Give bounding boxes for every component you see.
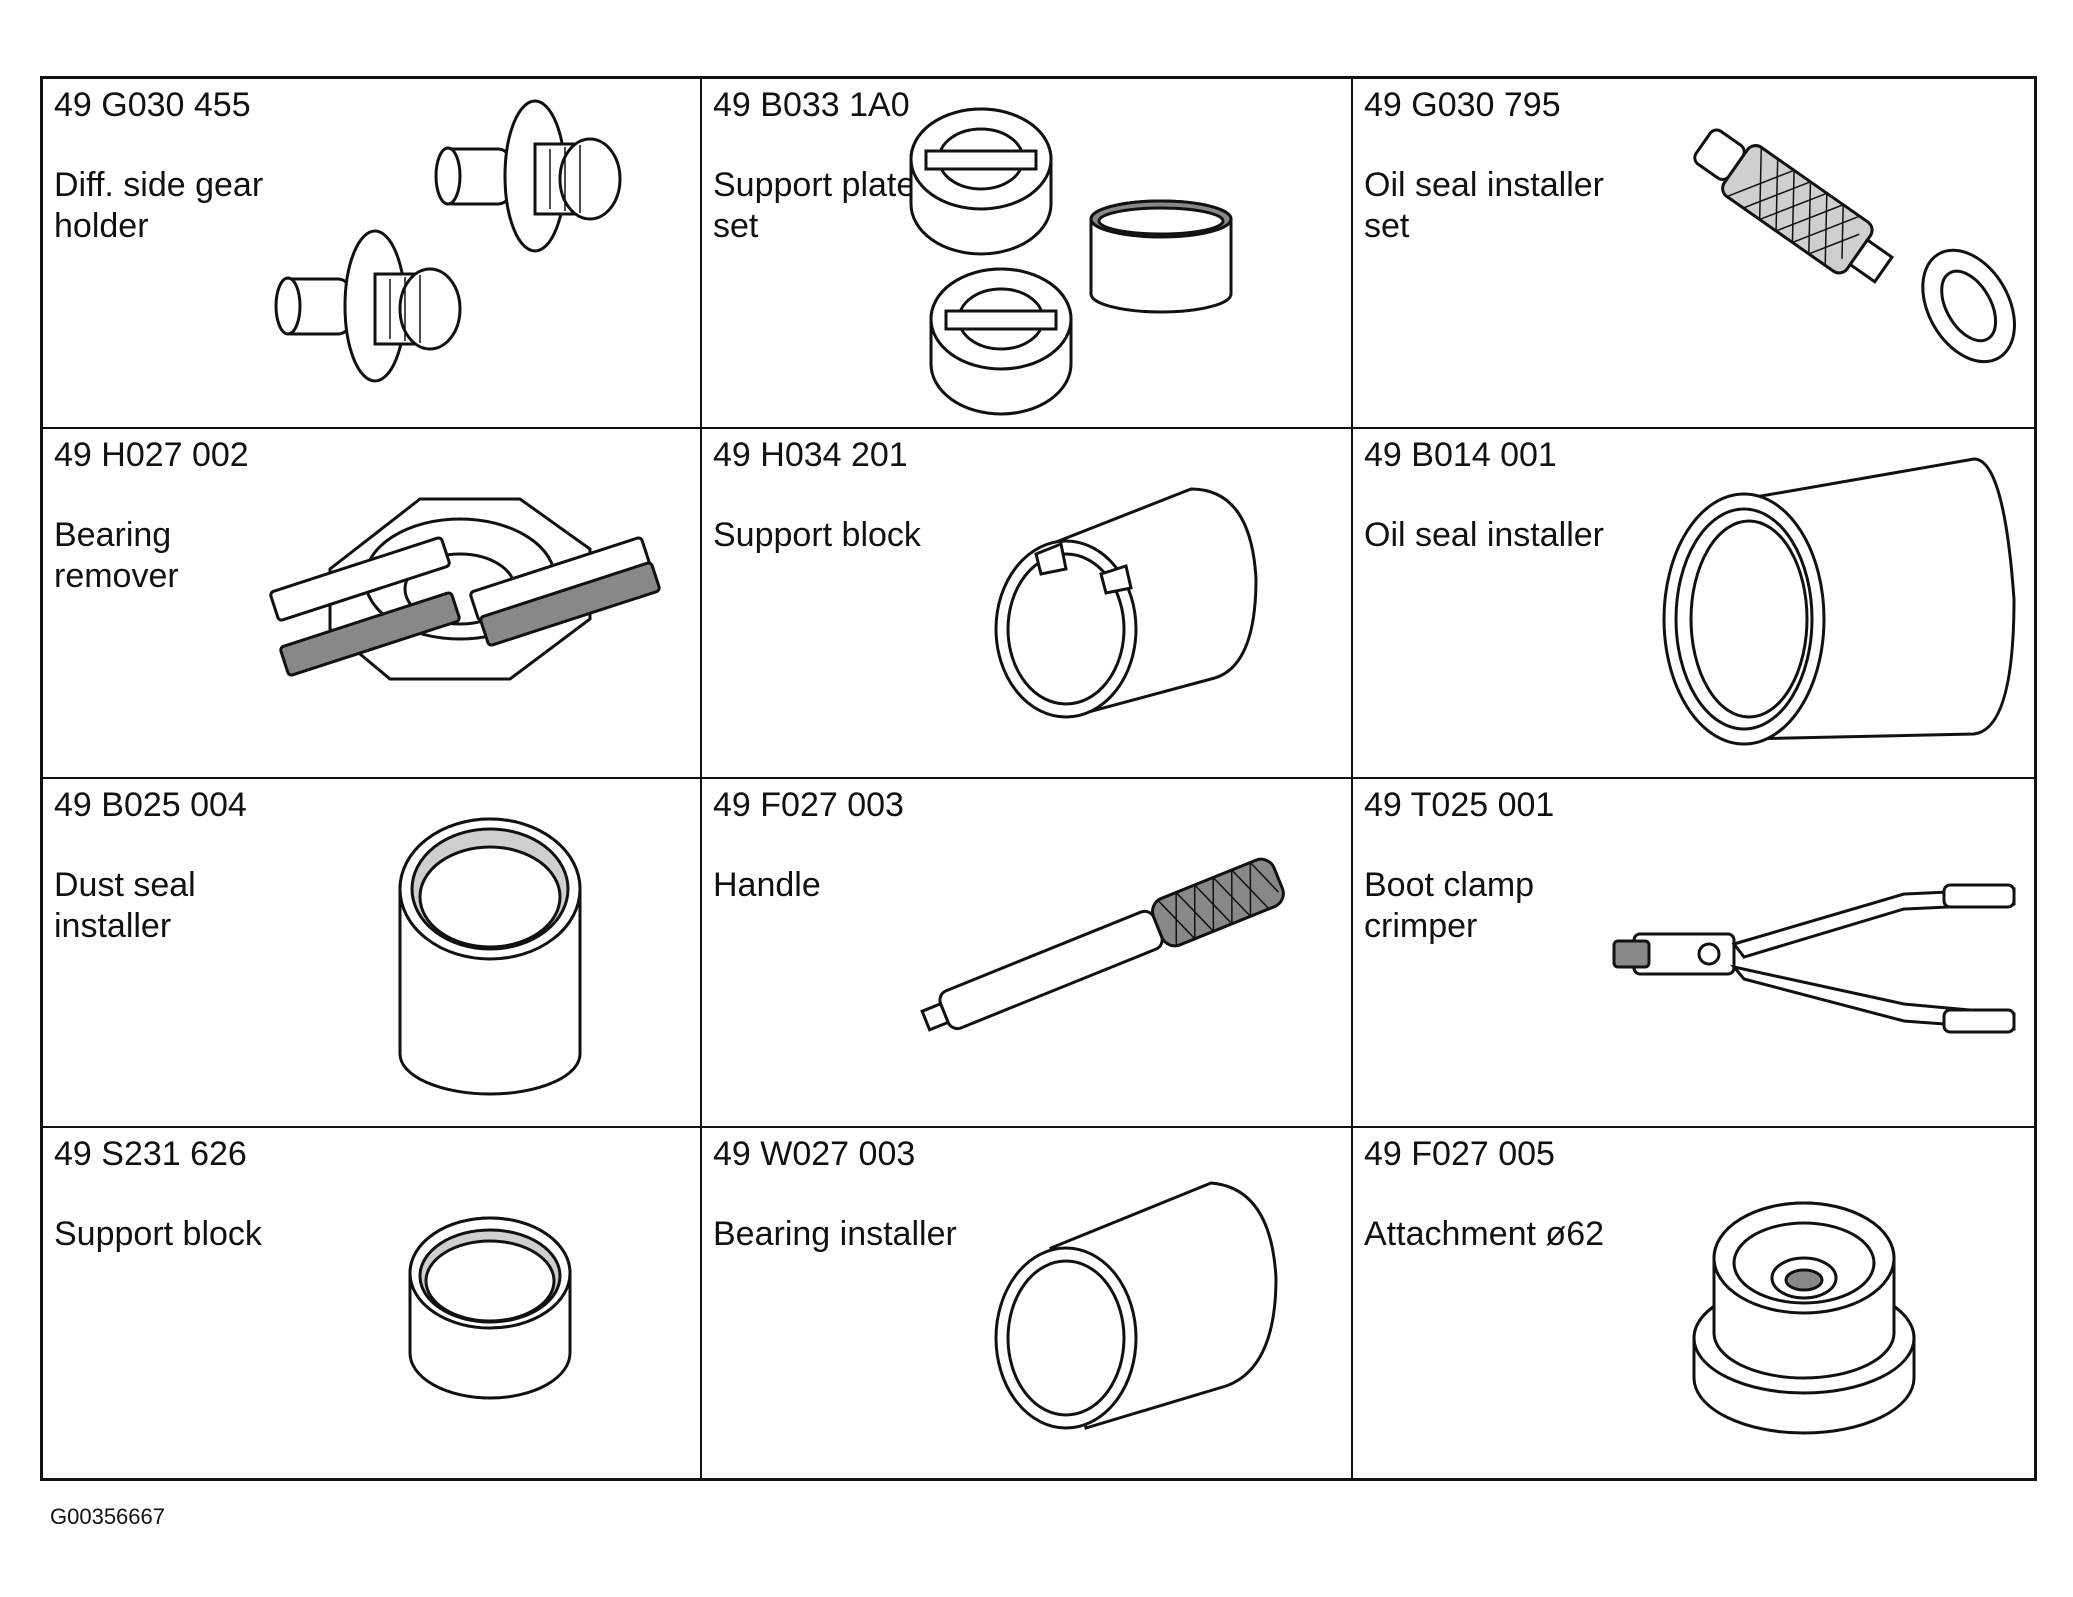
support-block-icon — [891, 429, 1351, 777]
support-plate-set-icon — [891, 79, 1351, 427]
tool-name: Bearing installer — [713, 1215, 957, 1254]
tool-code: 49 W027 003 — [713, 1135, 916, 1174]
bearing-installer-icon — [891, 1128, 1351, 1478]
tool-code: 49 B025 004 — [54, 785, 247, 824]
tool-code: 49 G030 455 — [54, 86, 251, 124]
figure-id: G00356667 — [50, 1504, 165, 1529]
tool-code: 49 G030 795 — [1364, 86, 1561, 124]
attachment-icon — [1574, 1128, 2034, 1478]
oil-seal-installer-icon — [1574, 429, 2034, 777]
tool-name: Support plate set — [713, 166, 916, 245]
tool-cell: 49 B033 1A0 Support plate set — [702, 79, 1353, 429]
tool-name: Handle — [713, 865, 821, 904]
support-ring-icon — [240, 1128, 700, 1478]
tool-cell: 49 H034 201 Support block — [702, 428, 1353, 779]
tool-name: Attachment ø62 — [1364, 1215, 1605, 1254]
diff-side-gear-holder-icon — [240, 79, 700, 427]
tool-code: 49 B014 001 — [1364, 435, 1557, 474]
tool-name: Oil seal installer set — [1364, 166, 1604, 245]
tool-name: Boot clamp crimper — [1364, 865, 1535, 945]
tool-cell: 49 G030 795 Oil seal installer set — [1353, 79, 2034, 429]
handle-icon — [891, 779, 1351, 1127]
bearing-remover-icon — [240, 429, 700, 777]
boot-clamp-crimper-icon — [1574, 779, 2034, 1127]
tool-cell: 49 T025 001 Boot clamp crimper — [1353, 779, 2034, 1129]
tool-code: 49 S231 626 — [54, 1135, 247, 1174]
tool-cell: 49 B025 004 Dust seal installer — [43, 778, 702, 1129]
tool-cell: 49 G030 455 Diff. side gear holder — [43, 79, 702, 429]
tool-code: 49 H027 002 — [54, 435, 249, 474]
tool-name: Support block — [54, 1215, 262, 1254]
tool-cell: 49 W027 003 Bearing installer — [702, 1128, 1353, 1478]
tool-code: 49 H034 201 — [713, 435, 908, 474]
tool-code: 49 T025 001 — [1364, 785, 1555, 824]
tool-code: 49 F027 003 — [713, 785, 904, 824]
tool-name: Support block — [713, 515, 921, 554]
dust-seal-installer-icon — [240, 779, 700, 1127]
tool-cell: 49 F027 003 Handle — [702, 778, 1353, 1129]
tool-name: Dust seal installer — [54, 865, 196, 945]
tool-name: Bearing remover — [54, 515, 179, 595]
tool-code: 49 B033 1A0 — [713, 86, 910, 124]
tool-name: Diff. side gear holder — [54, 166, 264, 245]
tool-code: 49 F027 005 — [1364, 1135, 1555, 1174]
tool-cell: 49 F027 005 Attachment ø62 — [1353, 1128, 2034, 1478]
special-tools-table: 49 G030 455 Diff. side gear holder — [40, 76, 2037, 1481]
oil-seal-installer-set-icon — [1574, 79, 2034, 427]
tool-cell: 49 S231 626 Support block — [43, 1128, 702, 1478]
tool-cell: 49 B014 001 Oil seal installer — [1353, 429, 2034, 779]
tool-cell: 49 H027 002 Bearing remover — [43, 428, 702, 779]
tool-name: Oil seal installer — [1364, 515, 1604, 554]
